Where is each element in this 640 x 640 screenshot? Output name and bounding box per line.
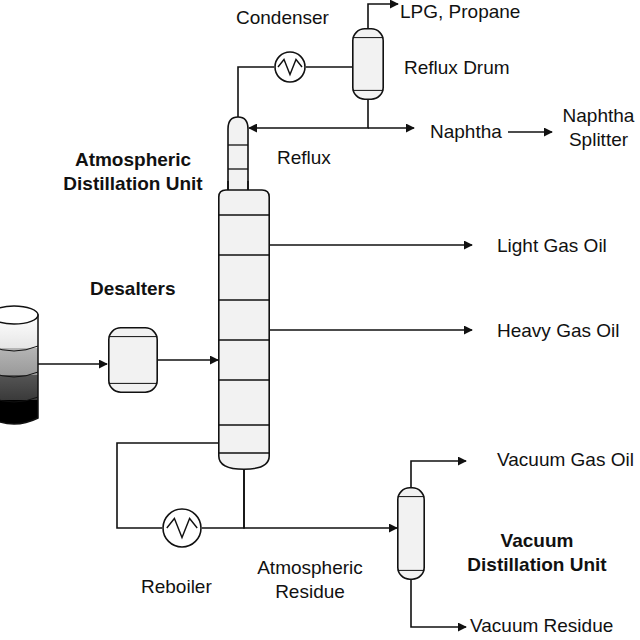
stream-label: Vacuum Gas Oil [497, 448, 634, 472]
stream-label: Light Gas Oil [497, 234, 607, 258]
distillation-column: Atmospheric Distillation Unit [218, 117, 270, 470]
process-line [306, 66, 352, 68]
stream-label: Reflux [277, 146, 331, 170]
product-lines [38, 4, 552, 627]
desalter-vessel: Desalters [108, 327, 158, 393]
stream-label: Naphtha [430, 120, 502, 144]
stream-label: Atmospheric Residue [250, 556, 370, 604]
node-label: Desalters [90, 277, 176, 301]
process-line [249, 100, 368, 128]
heat-exchanger: Condenser [274, 51, 306, 83]
stream-label: Naphtha Splitter [561, 104, 636, 152]
vacuum-column-outline [397, 487, 425, 580]
stream-label: Heavy Gas Oil [497, 319, 619, 343]
heat-exchanger-outline [162, 508, 202, 548]
node-label: Atmospheric Distillation Unit [48, 148, 218, 196]
stream-label: LPG, Propane [400, 0, 520, 24]
heat-exchanger-outline [274, 51, 306, 83]
vacuum-column: Vacuum Distillation Unit [397, 487, 425, 580]
node-label: Reboiler [141, 575, 212, 599]
process-line [202, 470, 244, 528]
node-label: Vacuum Distillation Unit [452, 529, 622, 577]
crude-tank [0, 306, 38, 424]
heat-exchanger: Reboiler [162, 508, 202, 548]
distillation-column-outline [218, 117, 270, 470]
stream-label: Vacuum Residue [470, 614, 613, 638]
process-line [158, 359, 218, 361]
process-line [238, 67, 274, 117]
desalter-vessel-outline [108, 327, 158, 393]
reflux-drum-outline [352, 28, 384, 100]
process-line [244, 470, 397, 528]
node-label: Reflux Drum [404, 56, 510, 80]
reflux-drum: Reflux Drum [352, 28, 384, 100]
node-label: Condenser [236, 6, 329, 30]
